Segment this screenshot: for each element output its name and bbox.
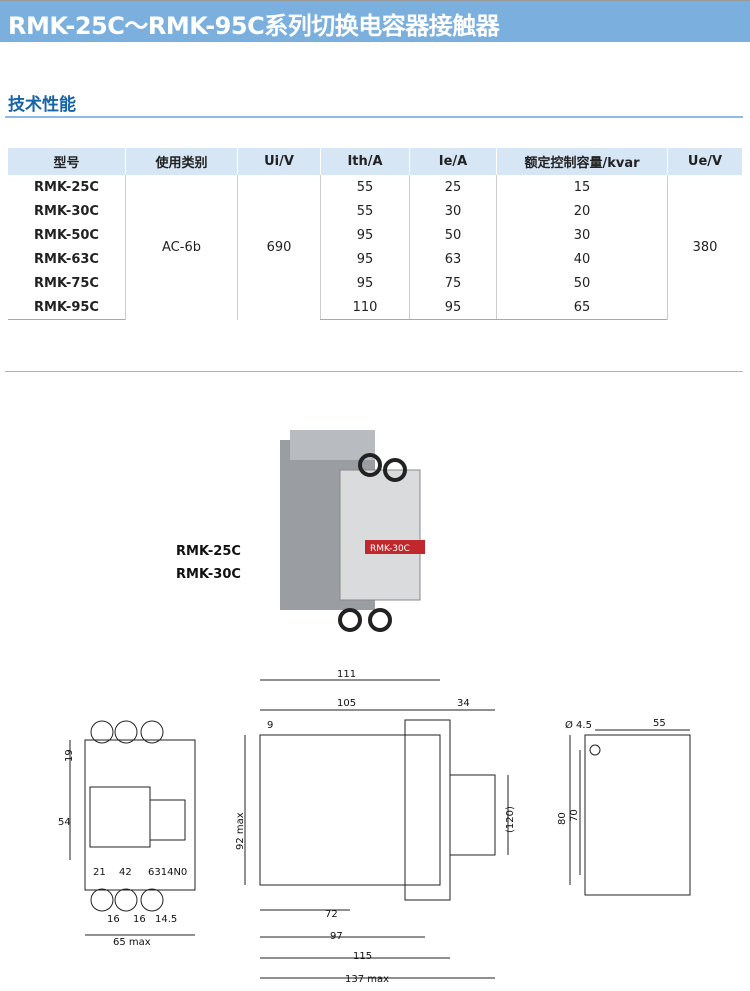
dim-label: 9 (267, 720, 273, 731)
terminal-label: 6314N0 (148, 867, 187, 878)
page-title: RMK-25C～RMK-95C系列切换电容器接触器 (8, 12, 500, 40)
dim-label: 34 (457, 698, 470, 709)
dim-label: 80 (557, 812, 568, 825)
dim-label: 72 (325, 909, 338, 920)
kvar: 65 (496, 295, 668, 320)
model: RMK-75C (34, 275, 99, 291)
model: RMK-50C (34, 227, 99, 243)
kvar: 40 (496, 247, 668, 271)
model: RMK-63C (34, 251, 99, 267)
col-header: Ith/A (320, 148, 410, 175)
product-badge: RMK-30C (370, 544, 410, 554)
kvar: 30 (496, 223, 668, 247)
terminal-label: 21 (93, 867, 106, 878)
product-label: RMK-30C (176, 567, 241, 582)
ie: 75 (409, 271, 497, 295)
ie: 30 (409, 199, 497, 223)
kvar: 50 (496, 271, 668, 295)
model: RMK-95C (8, 295, 126, 320)
ie: 50 (409, 223, 497, 247)
dim-label: 137 max (345, 974, 389, 985)
model: RMK-25C (34, 179, 99, 195)
ie: 95 (409, 295, 497, 320)
ui: 690 (237, 175, 321, 320)
product-label: RMK-25C (176, 544, 241, 559)
dim-label: 55 (653, 718, 666, 729)
dim-label: 92 max (235, 812, 246, 850)
dim-label: 70 (569, 809, 580, 822)
model: RMK-30C (34, 203, 99, 219)
col-header: 使用类别 (125, 148, 238, 175)
dim-label: 97 (330, 931, 343, 942)
dim-label: (120) (505, 806, 515, 833)
dim-label: 16 (107, 914, 120, 925)
product-photo: RMK-30C (280, 430, 425, 632)
dim-label: 19 (64, 749, 75, 762)
front-view-drawing: 19 54 16 16 14.5 65 max 21 42 6314N0 (58, 720, 196, 948)
col-header: Ui/V (237, 148, 321, 175)
col-header: Ie/A (409, 148, 497, 175)
ue: 380 (667, 175, 742, 320)
divider (5, 116, 743, 118)
ie: 63 (409, 247, 497, 271)
title-bar: RMK-25C～RMK-95C系列切换电容器接触器 (0, 0, 750, 42)
dim-label: Ø 4.5 (565, 719, 592, 731)
kvar: 15 (496, 175, 668, 199)
terminal-label: 42 (119, 867, 132, 878)
ith: 95 (320, 271, 410, 295)
dim-label: 111 (337, 669, 356, 680)
mount-view-drawing: Ø 4.5 55 80 70 (557, 718, 691, 896)
dim-label: 115 (353, 951, 372, 962)
dim-label: 16 (133, 914, 146, 925)
dim-label: 105 (337, 698, 356, 709)
divider (5, 371, 743, 372)
ith: 55 (320, 199, 410, 223)
ith: 95 (320, 247, 410, 271)
dim-label: 65 max (113, 937, 151, 948)
spec-table: 型号 使用类别 Ui/V Ith/A Ie/A 额定控制容量/kvar Ue/V… (8, 148, 742, 320)
col-header: Ue/V (667, 148, 742, 175)
section-title: 技术性能 (8, 95, 76, 115)
dim-label: 54 (58, 817, 71, 828)
ith: 55 (320, 175, 410, 199)
category: AC-6b (125, 175, 238, 320)
side-view-drawing: 111 105 34 9 92 max (120) 72 97 115 137 … (235, 669, 515, 985)
dim-label: 14.5 (155, 914, 177, 925)
col-header: 额定控制容量/kvar (496, 148, 668, 175)
ith: 95 (320, 223, 410, 247)
ie: 25 (409, 175, 497, 199)
kvar: 20 (496, 199, 668, 223)
ith: 110 (320, 295, 410, 320)
col-header: 型号 (8, 148, 126, 175)
